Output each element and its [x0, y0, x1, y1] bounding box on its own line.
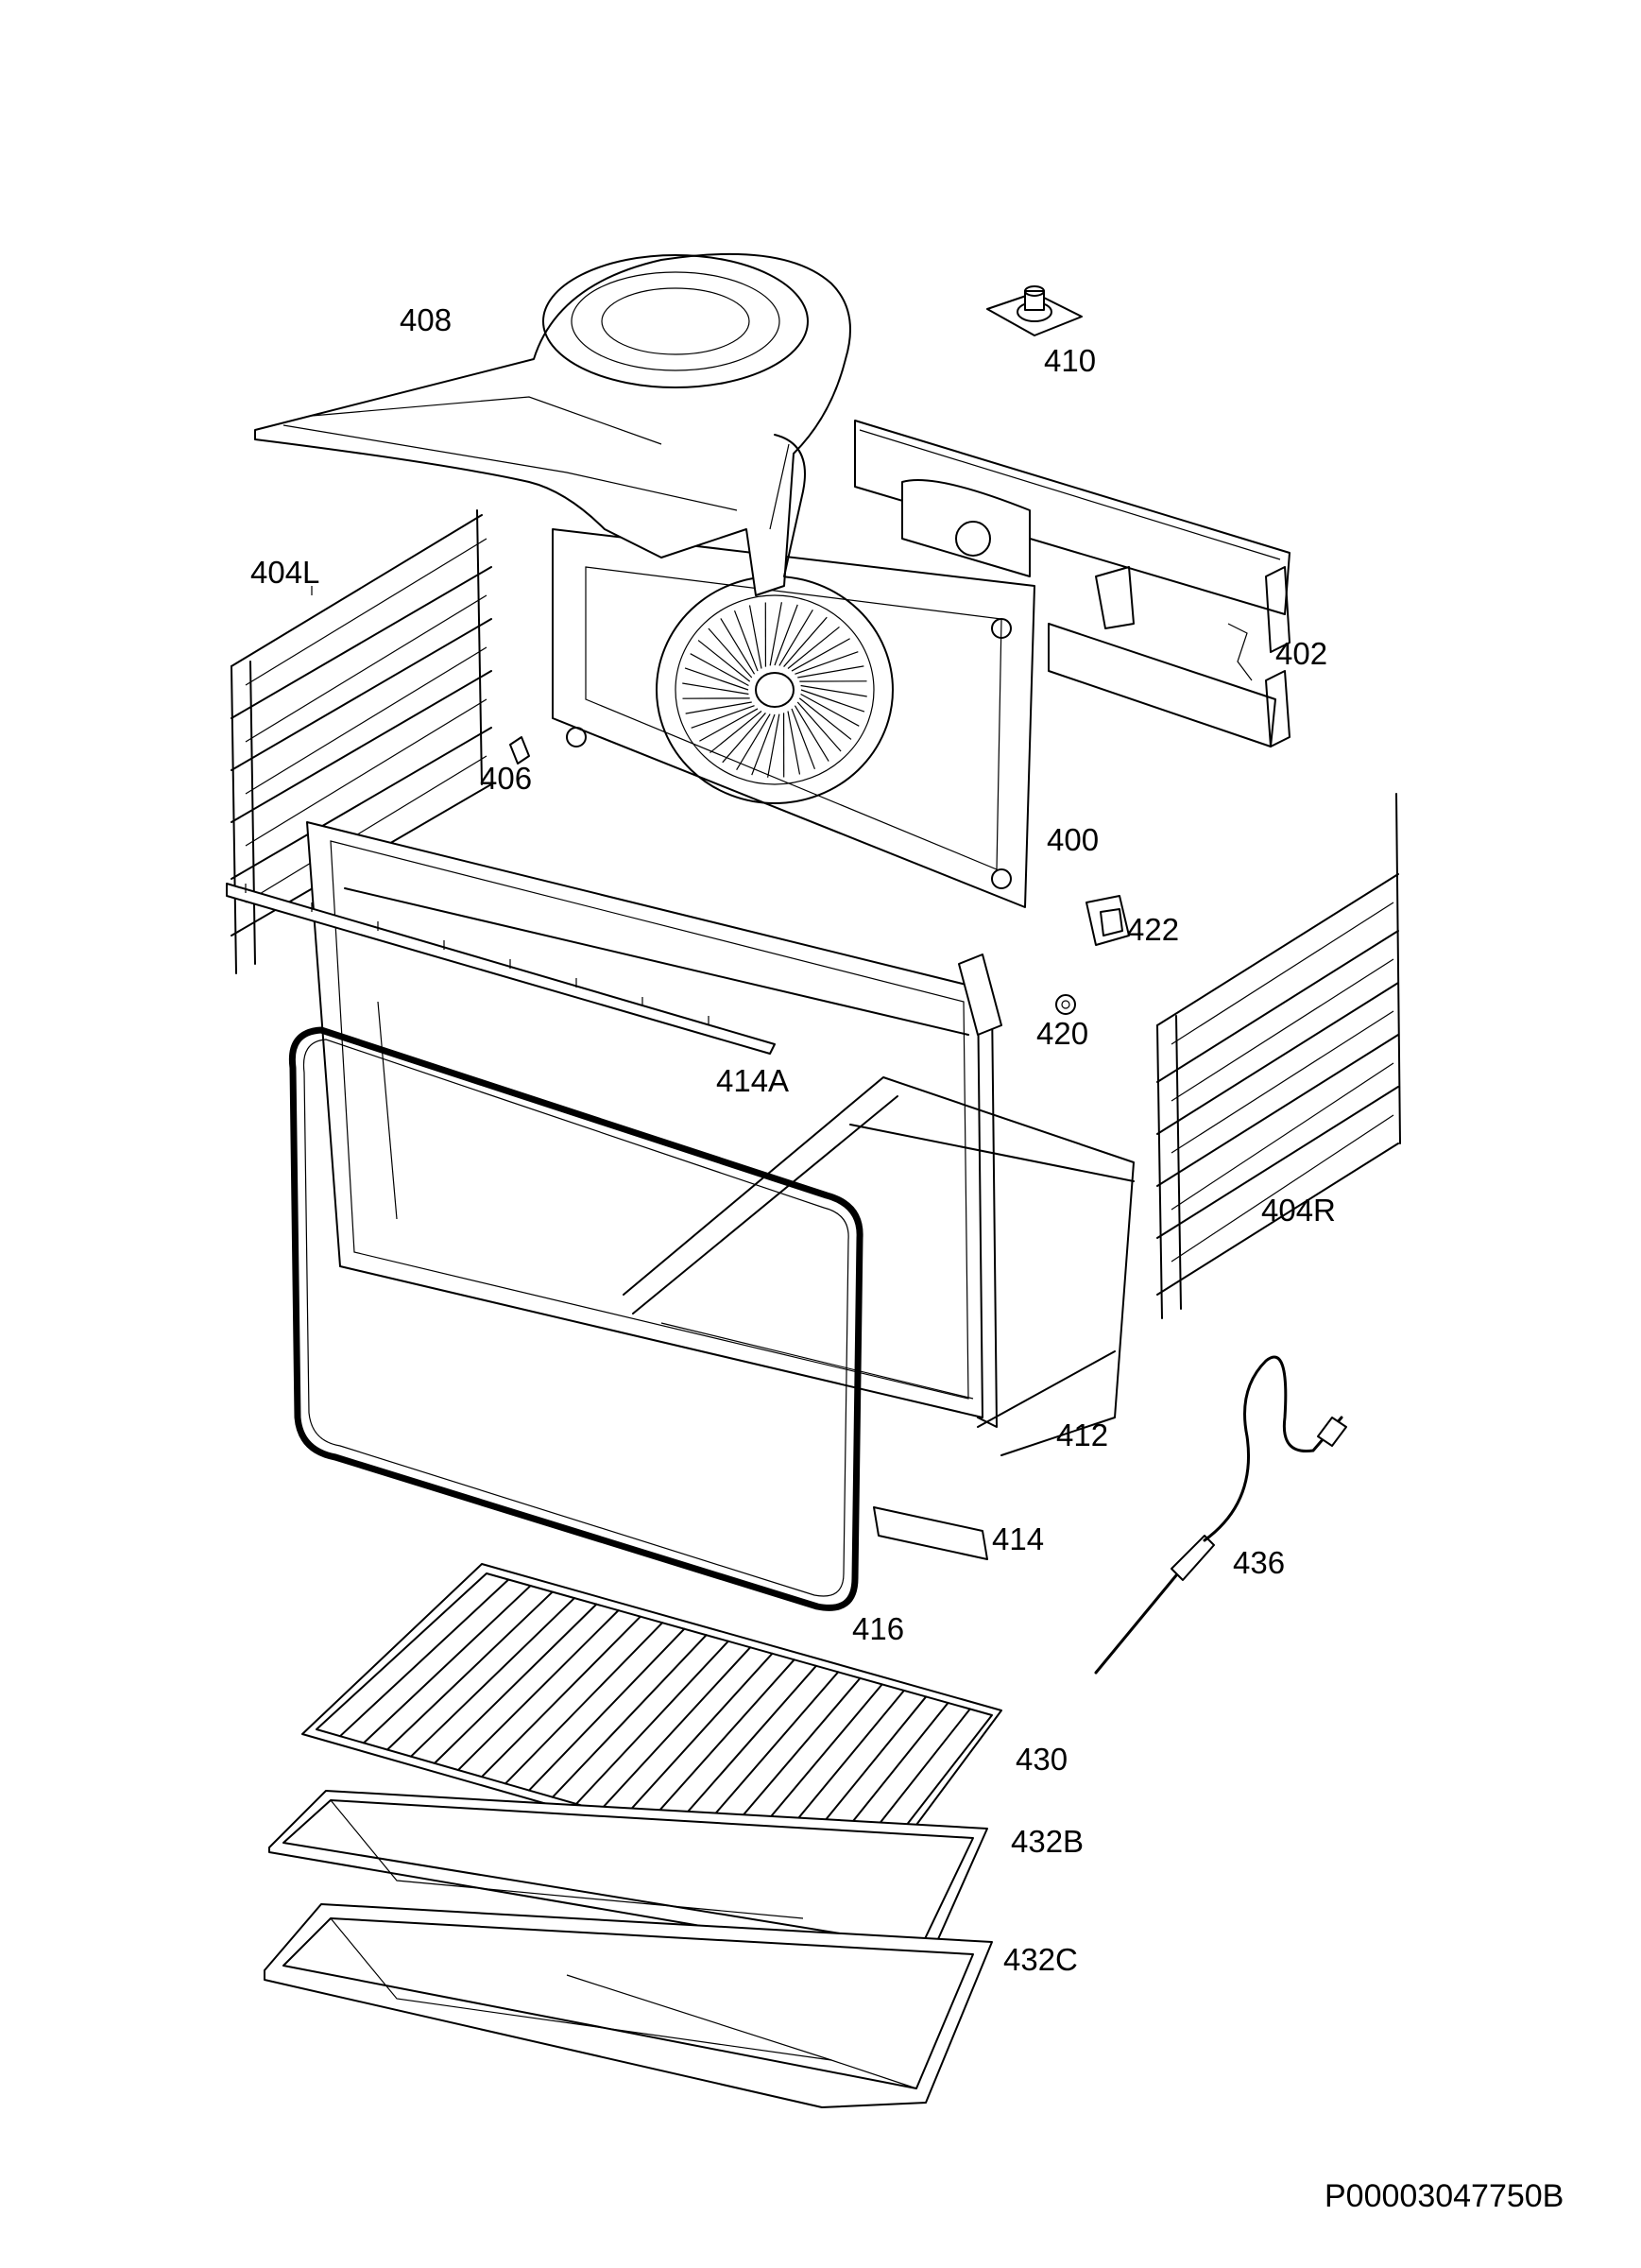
label-404R: 404R — [1261, 1193, 1336, 1228]
fan-grille-icon — [682, 602, 867, 778]
fan-grille-slot — [690, 653, 749, 687]
fan-grille-slot — [708, 627, 753, 679]
fan-grille-slot — [800, 684, 867, 697]
part-420-nut — [1055, 994, 1076, 1015]
shelf-wire — [410, 1597, 576, 1758]
fan-grille-slot — [767, 713, 780, 778]
shelf-wire — [481, 1615, 641, 1778]
fan-grille-slot — [798, 697, 852, 740]
part-414A-trim-strip — [226, 883, 776, 1055]
shelf-wire — [693, 1671, 840, 1839]
fan-grille-slot — [800, 693, 860, 727]
part-406-clip — [509, 736, 530, 765]
fan-grille-slot — [722, 713, 766, 764]
part-400-back-panel — [552, 528, 1035, 908]
part-412-cavity-frame — [306, 821, 1135, 1456]
shelf-wire — [339, 1578, 510, 1738]
fan-grille-slot — [699, 708, 759, 742]
fan-grille-slot — [797, 665, 864, 679]
part-422-lamp-socket — [1085, 895, 1130, 946]
part-404R-right-shelf-support — [1156, 793, 1401, 1319]
fan-grille-slot — [685, 701, 752, 714]
shelf-wire — [504, 1622, 664, 1785]
shelf-wire — [386, 1590, 554, 1751]
fan-grille-slot — [774, 604, 798, 666]
part-404L-left-shelf-support — [231, 509, 492, 974]
shelf-wire — [363, 1585, 532, 1744]
fan-grille-slot — [751, 713, 776, 776]
fan-grille-slot — [787, 711, 801, 775]
fan-grille-slot — [697, 640, 751, 682]
label-400: 400 — [1047, 822, 1099, 857]
label-410: 410 — [1044, 343, 1096, 378]
label-406: 406 — [480, 761, 532, 796]
label-414A: 414A — [716, 1063, 789, 1098]
shelf-wire — [552, 1634, 708, 1798]
fan-grille-slot — [800, 689, 865, 713]
fan-grille-slot — [736, 713, 771, 771]
label-430: 430 — [1016, 1742, 1068, 1777]
part-408-duct-cover — [254, 252, 851, 596]
label-404L: 404L — [250, 555, 319, 590]
label-414: 414 — [992, 1521, 1044, 1556]
fan-grille-slot — [794, 705, 829, 762]
fan-grille-slot — [684, 667, 749, 691]
fan-grille-slot — [791, 708, 816, 770]
fan-grille-slot — [795, 651, 859, 675]
shelf-wire — [457, 1609, 620, 1772]
fan-grille-slot — [783, 616, 828, 667]
label-416: 416 — [852, 1611, 904, 1646]
part-414-front-frame — [873, 954, 1002, 1560]
shelf-wire — [575, 1640, 729, 1805]
label-432B: 432B — [1011, 1824, 1084, 1859]
fan-grille-slot — [769, 602, 782, 666]
label-436: 436 — [1233, 1545, 1285, 1580]
shelf-wire — [528, 1627, 686, 1792]
label-402: 402 — [1275, 636, 1327, 671]
part-436-meat-probe — [1094, 1355, 1347, 1675]
part-410-mount — [986, 285, 1083, 336]
label-408: 408 — [400, 302, 452, 337]
shelf-wire — [646, 1658, 795, 1826]
fan-grille-slot — [748, 605, 762, 669]
fan-grille-slot — [709, 711, 762, 753]
part-432C-deep-tray — [264, 1903, 993, 2108]
label-422: 422 — [1127, 912, 1179, 947]
fan-grille-slot — [682, 682, 749, 696]
shelf-wire — [670, 1664, 817, 1832]
fan-grille-slot — [787, 627, 840, 669]
part-402-rear-rail — [854, 420, 1291, 747]
fan-grille-slot — [791, 638, 850, 672]
label-420: 420 — [1036, 1016, 1088, 1051]
fan-grille-slot — [778, 609, 813, 666]
drawing-code: P00003047750B — [1325, 2178, 1564, 2214]
label-412: 412 — [1056, 1418, 1108, 1452]
label-432C: 432C — [1003, 1942, 1078, 1977]
shelf-wire — [599, 1646, 752, 1813]
fan-grille-slot — [691, 705, 755, 729]
part-416-door-gasket — [288, 1026, 863, 1611]
fan-grille-slot — [796, 701, 842, 752]
fan-grille-slot — [720, 618, 756, 675]
fan-grille-slot — [733, 610, 759, 672]
shelf-wire — [434, 1603, 598, 1764]
shelf-wire — [623, 1652, 774, 1819]
